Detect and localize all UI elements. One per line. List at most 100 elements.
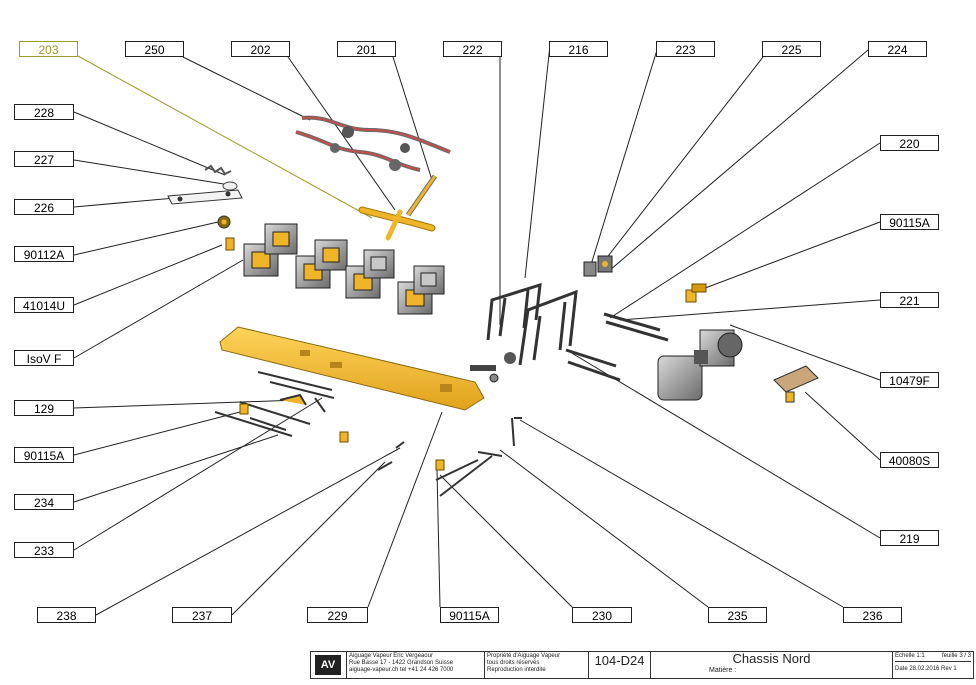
leader-201 — [392, 56, 433, 181]
leader-225 — [604, 56, 764, 261]
leader-235 — [499, 449, 709, 608]
leader-234 — [73, 434, 279, 503]
callout-224[interactable]: 224 — [868, 41, 927, 57]
callout-10479F[interactable]: 10479F — [880, 372, 939, 388]
leader-224 — [609, 49, 869, 271]
company-line-3: aiguage-vapeur.ch tel +41 24 426 7000 — [349, 667, 454, 673]
callout-90115A-right[interactable]: 90115A — [880, 214, 939, 230]
leader-203 — [77, 55, 373, 219]
callout-225[interactable]: 225 — [762, 41, 821, 57]
callout-90115A-left[interactable]: 90115A — [14, 447, 74, 463]
callout-237[interactable]: 237 — [172, 607, 232, 623]
washer-227 — [222, 181, 238, 191]
company-line-2: Rue Basse 17 - 1422 Grandson Suisse — [349, 660, 454, 666]
rights-line-3: Reproduction interdite — [487, 667, 546, 673]
callout-220[interactable]: 220 — [880, 135, 939, 151]
company-address: Aiguage Vapeur Eric Vergeaour Rue Basse … — [347, 652, 485, 678]
leader-233 — [73, 397, 323, 551]
leader-220 — [609, 142, 881, 319]
leader-90115A-bottom — [436, 469, 441, 608]
part-40080S — [773, 365, 819, 403]
cylinder-blocks — [243, 223, 445, 315]
leader-223 — [589, 49, 658, 269]
title-block: AV Aiguage Vapeur Eric Vergeaour Rue Bas… — [310, 651, 974, 679]
sheet-value: feuille 3 / 3 — [941, 653, 971, 659]
nut-90112A — [217, 215, 231, 229]
tee-203 — [358, 206, 436, 241]
rods-220-221 — [565, 312, 669, 382]
leader-IsoVF — [73, 259, 244, 359]
callout-227[interactable]: 227 — [14, 151, 74, 167]
small-rods-229-230 — [377, 417, 522, 497]
leader-10479F — [729, 324, 881, 381]
rights-line-1: Propriété d'Aiguage Vapeur — [487, 653, 561, 659]
rights-notice: Propriété d'Aiguage Vapeur tous droits r… — [485, 652, 589, 678]
chassis-plate — [219, 326, 485, 411]
sheet-info: Echelle 1:1 feuille 3 / 3 Date 28.02.201… — [893, 652, 973, 678]
drawing-title-cell: Chassis Nord Matière : — [651, 652, 893, 678]
callout-229[interactable]: 229 — [307, 607, 368, 623]
small-bits-center — [470, 352, 516, 383]
callout-223[interactable]: 223 — [656, 41, 715, 57]
scale-value: Echelle 1:1 — [895, 653, 925, 659]
spring-228 — [204, 164, 232, 176]
brackets-223-225 — [583, 255, 613, 277]
callout-234[interactable]: 234 — [14, 494, 74, 510]
screws-lower — [239, 403, 445, 471]
leader-238 — [95, 447, 401, 616]
lever-226 — [167, 189, 243, 205]
leader-236 — [519, 419, 844, 608]
callout-216[interactable]: 216 — [549, 41, 608, 57]
callout-129[interactable]: 129 — [14, 400, 74, 416]
pin-41014U — [225, 237, 235, 251]
leader-226 — [73, 197, 176, 208]
callout-230[interactable]: 230 — [572, 607, 632, 623]
leader-202 — [287, 56, 396, 211]
leader-90115A-left — [73, 411, 241, 456]
material-label: Matière : — [709, 667, 737, 674]
callout-40080S[interactable]: 40080S — [880, 452, 939, 468]
callout-226[interactable]: 226 — [14, 199, 74, 215]
leader-230 — [439, 474, 573, 608]
logo-mark: AV — [315, 655, 341, 675]
callout-238[interactable]: 238 — [37, 607, 96, 623]
leader-90112A — [73, 221, 219, 256]
motor-10479F — [657, 329, 743, 401]
leader-129 — [73, 399, 299, 409]
callout-233[interactable]: 233 — [14, 542, 74, 558]
callout-222[interactable]: 222 — [443, 41, 502, 57]
callout-235[interactable]: 235 — [708, 607, 767, 623]
pipe-201 — [405, 174, 438, 217]
company-line-1: Aiguage Vapeur Eric Vergeaour — [349, 653, 433, 659]
callout-202[interactable]: 202 — [231, 41, 290, 57]
leader-227 — [73, 159, 231, 186]
scale-sheet-row: Echelle 1:1 feuille 3 / 3 — [895, 653, 971, 662]
leader-229 — [367, 411, 443, 608]
callout-236[interactable]: 236 — [843, 607, 902, 623]
leader-228 — [73, 111, 226, 176]
callout-41014U[interactable]: 41014U — [14, 297, 74, 313]
linkages-lower — [214, 371, 335, 437]
callout-228[interactable]: 228 — [14, 104, 74, 120]
leader-250 — [182, 56, 311, 121]
callout-221[interactable]: 221 — [880, 292, 939, 308]
leader-216 — [524, 44, 551, 279]
callout-250[interactable]: 250 — [125, 41, 184, 57]
bolt-90115A-right — [685, 283, 707, 303]
rights-line-2: tous droits réservés — [487, 660, 540, 666]
callout-90115A-bottom[interactable]: 90115A — [440, 607, 499, 623]
steam-pipes-250-202 — [295, 115, 451, 172]
drawing-title: Chassis Nord — [732, 652, 811, 666]
callout-219[interactable]: 219 — [880, 530, 939, 546]
callout-201[interactable]: 201 — [337, 41, 396, 57]
leader-219 — [569, 351, 881, 539]
drawing-number: 104-D24 — [589, 652, 651, 678]
leader-221 — [619, 299, 881, 321]
callout-203[interactable]: 203 — [19, 41, 78, 57]
frame-222-216 — [486, 282, 578, 366]
company-logo: AV — [311, 652, 347, 678]
callout-IsoVF[interactable]: IsoV F — [14, 350, 74, 366]
callout-90112A[interactable]: 90112A — [14, 246, 74, 262]
